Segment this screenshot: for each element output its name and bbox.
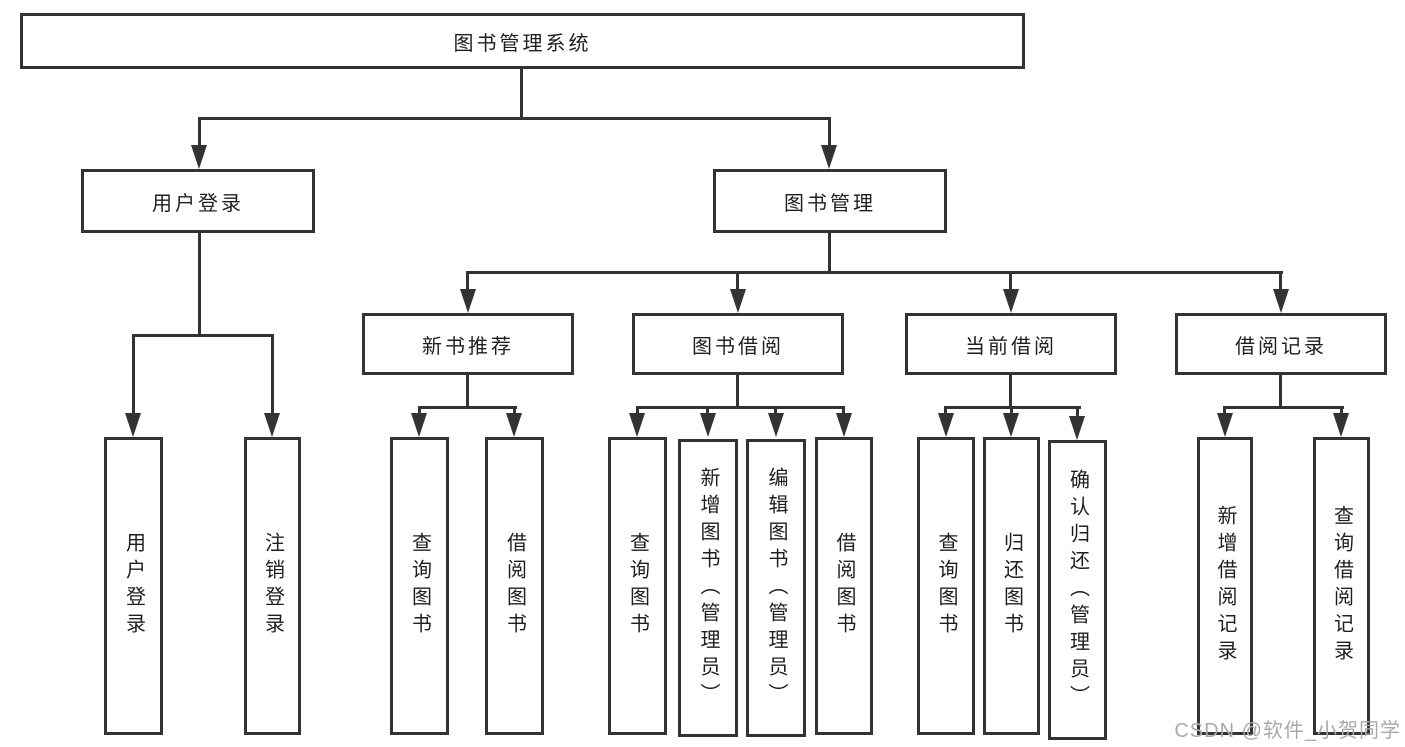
- connector-line: [736, 271, 739, 293]
- node-label: 编辑图书（管理员）: [765, 466, 787, 710]
- connector-line: [842, 406, 845, 415]
- connector-line: [132, 334, 274, 337]
- connector-line: [466, 271, 469, 293]
- leaf-logout: 注销登录: [244, 437, 301, 735]
- leaf-add-books-admin: 新增图书（管理员）: [678, 439, 738, 737]
- node-library-management-system: 图书管理系统: [20, 13, 1025, 69]
- node-label: 归还图书: [1000, 532, 1023, 640]
- node-label: 图书管理: [784, 192, 876, 215]
- arrow-down-icon: [411, 413, 427, 437]
- arrow-down-icon: [768, 413, 784, 437]
- connector-line: [418, 406, 517, 409]
- node-label: 确认归还（管理员）: [1066, 468, 1089, 712]
- arrow-down-icon: [1273, 289, 1289, 313]
- connector-line: [736, 375, 739, 408]
- node-label: 图书借阅: [692, 335, 784, 358]
- leaf-query-borrow-record: 查询借阅记录: [1313, 437, 1370, 735]
- node-label: 注销登录: [261, 532, 284, 640]
- arrow-down-icon: [821, 145, 837, 169]
- connector-line: [1279, 271, 1282, 293]
- connector-line: [774, 406, 777, 415]
- connector-line: [636, 406, 845, 409]
- node-user-login: 用户登录: [81, 169, 315, 233]
- node-label: 用户登录: [152, 192, 244, 215]
- node-label: 借阅记录: [1235, 335, 1327, 358]
- leaf-query-books-recommend: 查询图书: [390, 437, 449, 735]
- connector-line: [198, 233, 201, 337]
- arrow-down-icon: [700, 413, 716, 437]
- connector-line: [1340, 406, 1343, 415]
- node-label: 新增借阅记录: [1214, 505, 1236, 667]
- connector-line: [1076, 406, 1079, 418]
- node-label: 查询图书: [626, 532, 649, 640]
- connector-line: [271, 334, 274, 414]
- node-book-management: 图书管理: [713, 169, 947, 233]
- arrow-down-icon: [264, 413, 280, 437]
- node-label: 新书推荐: [422, 335, 514, 358]
- connector-line: [132, 334, 135, 414]
- node-label: 查询借阅记录: [1330, 505, 1353, 667]
- connector-line: [198, 117, 831, 120]
- node-label: 查询图书: [408, 532, 431, 640]
- leaf-add-borrow-record: 新增借阅记录: [1197, 437, 1253, 735]
- leaf-query-books-borrowing: 查询图书: [608, 437, 667, 735]
- connector-line: [466, 271, 1283, 274]
- connector-line: [828, 117, 831, 147]
- connector-line: [418, 406, 421, 415]
- node-label: 当前借阅: [965, 335, 1057, 358]
- arrow-down-icon: [836, 413, 852, 437]
- arrow-down-icon: [938, 413, 954, 437]
- node-label: 图书管理系统: [453, 32, 592, 55]
- leaf-query-books-current: 查询图书: [917, 437, 975, 735]
- arrow-down-icon: [1217, 413, 1233, 437]
- connector-line: [1279, 375, 1282, 408]
- arrow-down-icon: [125, 413, 141, 437]
- leaf-user-login: 用户登录: [104, 437, 163, 735]
- leaf-confirm-return-admin: 确认归还（管理员）: [1048, 440, 1107, 740]
- arrow-down-icon: [460, 289, 476, 313]
- leaf-borrow-books: 借阅图书: [815, 437, 873, 735]
- connector-line: [513, 406, 516, 415]
- node-new-book-recommend: 新书推荐: [362, 313, 574, 375]
- connector-line: [466, 375, 469, 408]
- node-label: 用户登录: [122, 532, 145, 640]
- connector-line: [706, 406, 709, 415]
- arrow-down-icon: [1003, 289, 1019, 313]
- node-label: 查询图书: [935, 532, 957, 640]
- connector-line: [944, 406, 947, 415]
- arrow-down-icon: [1069, 416, 1085, 440]
- connector-line: [1223, 406, 1344, 409]
- connector-line: [520, 69, 523, 120]
- connector-line: [828, 233, 831, 274]
- leaf-return-books: 归还图书: [983, 437, 1040, 735]
- csdn-watermark: CSDN @软件_小贺同学: [1174, 720, 1401, 742]
- node-current-borrowing: 当前借阅: [905, 313, 1117, 375]
- arrow-down-icon: [191, 145, 207, 169]
- node-label: 借阅图书: [503, 532, 526, 640]
- leaf-borrow-books-recommend: 借阅图书: [485, 437, 544, 735]
- connector-line: [1009, 271, 1012, 293]
- arrow-down-icon: [730, 289, 746, 313]
- node-borrowing-records: 借阅记录: [1175, 313, 1387, 375]
- node-label: 借阅图书: [833, 532, 855, 640]
- arrow-down-icon: [506, 413, 522, 437]
- connector-line: [1010, 406, 1013, 415]
- leaf-edit-books-admin: 编辑图书（管理员）: [746, 439, 806, 737]
- arrow-down-icon: [1003, 413, 1019, 437]
- connector-line: [198, 117, 201, 147]
- arrow-down-icon: [629, 413, 645, 437]
- arrow-down-icon: [1333, 413, 1349, 437]
- connector-line: [1009, 375, 1012, 408]
- connector-line: [636, 406, 639, 415]
- node-label: 新增图书（管理员）: [697, 466, 719, 710]
- connector-line: [1223, 406, 1226, 415]
- node-book-borrowing: 图书借阅: [632, 313, 844, 375]
